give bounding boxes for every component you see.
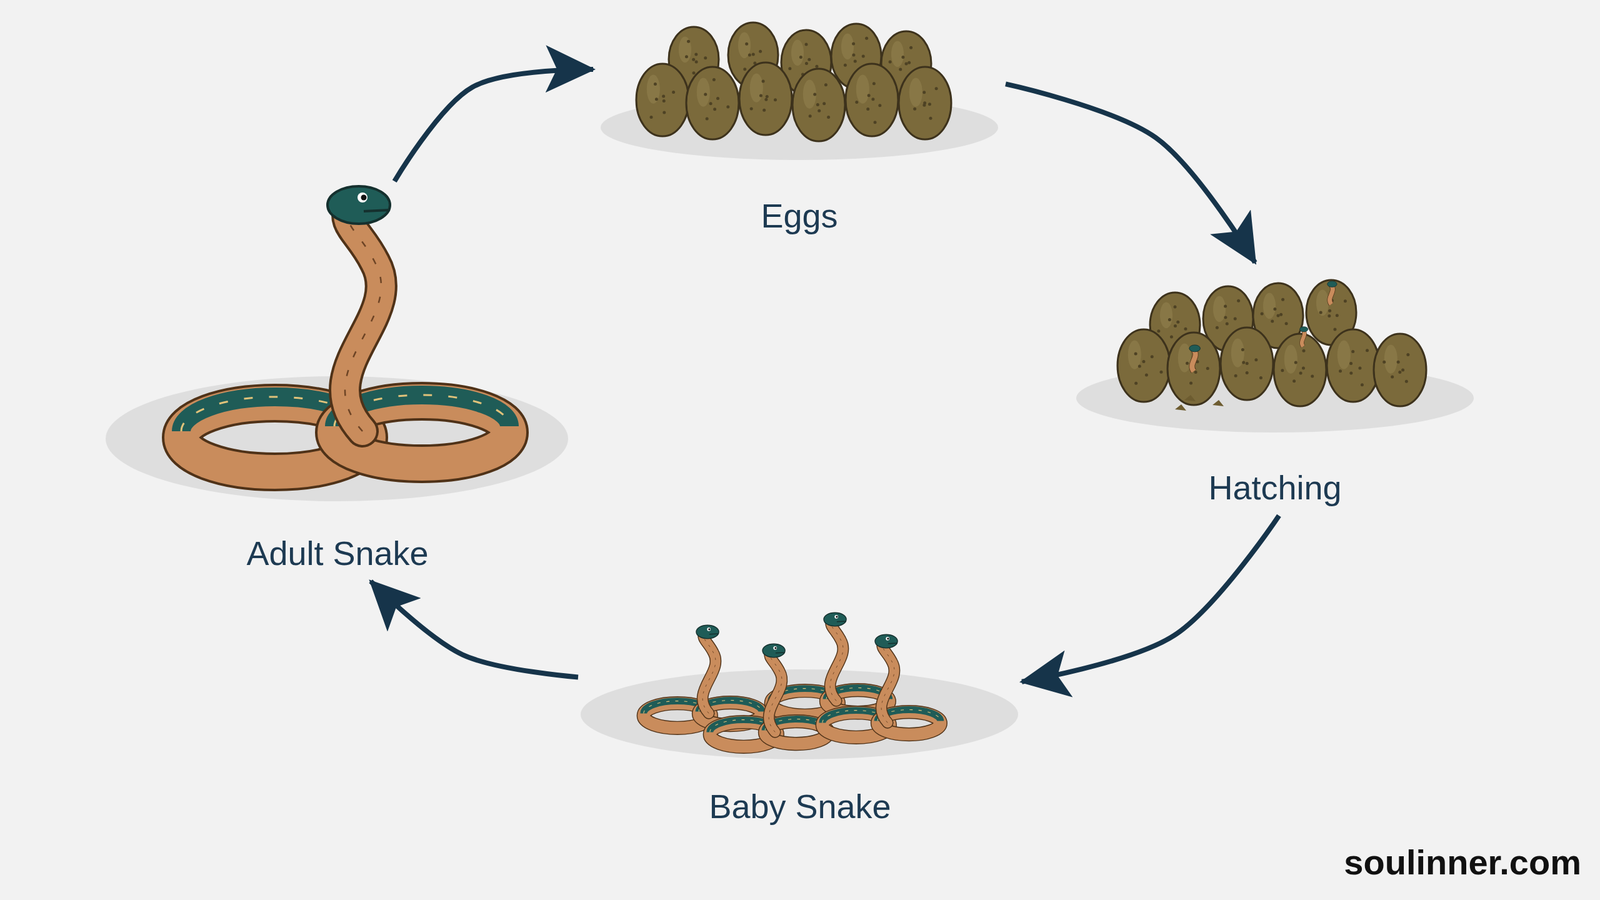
egg	[898, 66, 952, 140]
cycle-arrow	[1005, 83, 1255, 263]
egg	[686, 66, 739, 140]
stage-label: Baby Snake	[702, 786, 897, 826]
stage: Hatching	[1075, 262, 1475, 516]
egg	[636, 63, 689, 137]
egg	[845, 63, 899, 137]
stage: Adult Snake	[100, 181, 575, 582]
shell-piece	[1212, 400, 1224, 407]
baby-snake	[643, 625, 762, 729]
egg	[792, 68, 845, 142]
hatchling	[1327, 281, 1337, 305]
baby-snake	[710, 643, 829, 747]
hatchling	[1189, 345, 1201, 372]
shell-piece	[1184, 395, 1196, 402]
egg	[1373, 333, 1427, 407]
ground-shadow	[580, 669, 1019, 760]
stage-label: Hatching	[1201, 468, 1348, 507]
stage: Eggs	[593, 18, 1006, 244]
stage-label: Eggs	[754, 196, 844, 235]
egg	[739, 62, 792, 135]
cycle-arrow	[394, 69, 594, 182]
hatchling	[1300, 326, 1309, 347]
cycle-arrow	[1021, 515, 1279, 682]
baby-snake	[771, 612, 890, 716]
shell-piece	[1175, 404, 1187, 411]
egg	[1220, 327, 1274, 400]
adult-snake	[181, 186, 510, 472]
stage-label: Adult Snake	[240, 533, 435, 573]
baby-snake	[822, 634, 941, 738]
egg-cluster	[636, 22, 952, 142]
egg	[1326, 329, 1380, 402]
hatching-eggs	[1117, 280, 1427, 411]
egg	[1117, 329, 1170, 402]
watermark: soulinner.com	[1343, 841, 1582, 883]
stage: Baby Snake	[578, 603, 1022, 835]
egg	[1167, 332, 1220, 405]
cycle-arrow	[370, 581, 579, 677]
